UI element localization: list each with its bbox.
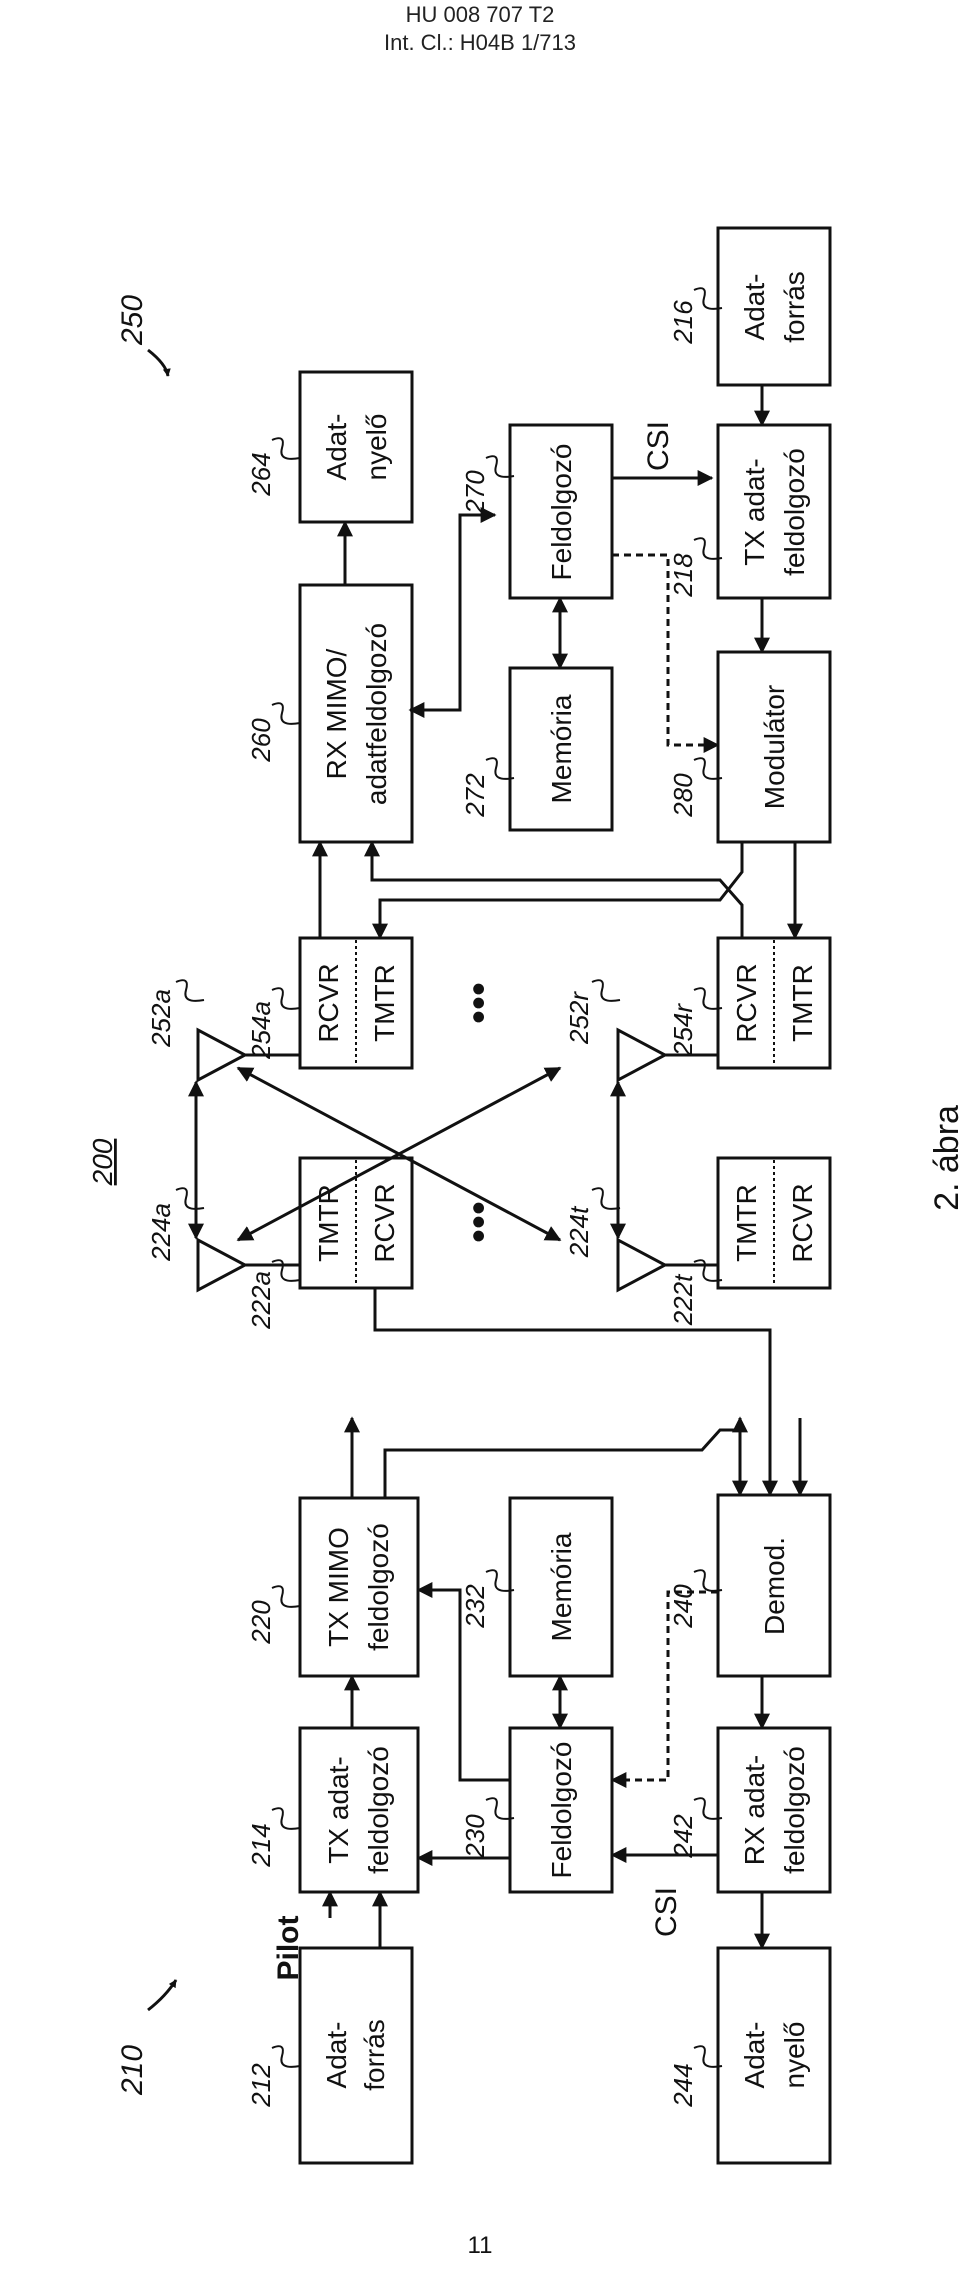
transceiver-222a-rcvr: RCVR — [369, 1183, 400, 1262]
tx-data-processor-218-label1: TX adat- — [739, 458, 770, 565]
transceiver-222t-rcvr: RCVR — [787, 1183, 818, 1262]
transceiver-254a-box — [298, 936, 414, 1070]
data-sink-244-box — [716, 1946, 832, 2165]
data-sink-264-label1: Adat- — [321, 414, 352, 481]
antenna-252r-icon — [616, 1027, 669, 1083]
transceiver-222a-box — [298, 1156, 414, 1290]
tx-data-processor-218-label2: feldolgozó — [779, 448, 810, 576]
ref-218: 218 — [668, 553, 698, 598]
data-source-216-label1: Adat- — [739, 274, 770, 341]
ref-270: 270 — [460, 470, 490, 515]
system-ref: 200 — [87, 1138, 118, 1186]
data-sink-244-label2: nyelő — [779, 2022, 810, 2089]
ref-220: 220 — [246, 1600, 276, 1645]
csi-label-rx: CSI — [642, 421, 675, 471]
data-source-212-box — [298, 1946, 414, 2165]
antenna-224a-icon — [196, 1237, 249, 1293]
processor-230-label: Feldolgozó — [546, 1742, 577, 1879]
tx-data-processor-218-box — [716, 423, 832, 600]
receiver-ref: 250 — [116, 295, 149, 346]
tx-data-processor-214-label2: feldolgozó — [363, 1746, 394, 1874]
transceiver-254r-rcvr: RCVR — [731, 963, 762, 1042]
page-number: 11 — [467, 2232, 493, 2259]
rx-data-processor-242-label2: feldolgozó — [779, 1746, 810, 1874]
antenna-224t-icon — [616, 1237, 669, 1293]
transmit-antennas-ellipsis: ••• — [457, 1201, 501, 1243]
tx-mimo-processor-220-label2: feldolgozó — [363, 1523, 394, 1651]
data-sink-264-label2: nyelő — [361, 414, 392, 481]
data-sink-244-label1: Adat- — [739, 2022, 770, 2089]
rx-data-processor-242-label1: RX adat- — [739, 1755, 770, 1866]
data-source-212-label2: forrás — [359, 2019, 390, 2091]
transceiver-254a-tmtr: TMTR — [369, 964, 400, 1042]
patent-number: HU 008 707 T2 — [405, 2, 555, 27]
processor-270-label: Feldolgozó — [546, 444, 577, 581]
rx-mimo-processor-260-label1: RX MIMO/ — [321, 648, 352, 779]
ref-240: 240 — [668, 1584, 698, 1629]
ref-244: 244 — [668, 2063, 698, 2107]
processor-230-box — [508, 1726, 614, 1894]
transceiver-222a-tmtr: TMTR — [313, 1184, 344, 1262]
tx-mimo-processor-220-label1: TX MIMO — [323, 1527, 354, 1647]
memory-272-label: Memória — [546, 694, 577, 803]
patent-classification: Int. Cl.: H04B 1/713 — [384, 30, 576, 55]
tx-data-processor-214-label1: TX adat- — [323, 1756, 354, 1863]
pilot-label: Pilot — [272, 1915, 305, 1980]
rx-data-processor-242-box — [716, 1726, 832, 1894]
demodulator-240-label: Demod. — [759, 1537, 790, 1635]
transceiver-254r-box — [716, 936, 832, 1070]
antenna-252a-icon — [196, 1027, 249, 1083]
transceiver-254a-rcvr: RCVR — [313, 963, 344, 1042]
rx-mimo-processor-260-label2: adatfeldolgozó — [361, 623, 392, 805]
data-source-216-box — [716, 226, 832, 387]
ref-260: 260 — [246, 718, 276, 763]
memory-272-box — [508, 666, 614, 832]
ref-224t: 224t — [564, 1205, 594, 1258]
rx-mimo-processor-260-box — [298, 583, 414, 844]
ref-242: 242 — [668, 1814, 698, 1859]
processor-270-box — [508, 423, 614, 600]
ref-254r: 254r — [668, 1003, 698, 1057]
ref-224a: 224a — [146, 1203, 176, 1262]
modulator-280-label: Modulátor — [759, 685, 790, 810]
ref-222a: 222a — [246, 1271, 276, 1330]
transceiver-254r-tmtr: TMTR — [787, 964, 818, 1042]
transceiver-222t-box — [716, 1156, 832, 1290]
ref-212: 212 — [246, 2063, 276, 2108]
ref-216: 216 — [668, 300, 698, 345]
receive-antennas-ellipsis: ••• — [457, 982, 501, 1024]
ref-252r: 252r — [564, 991, 594, 1045]
ref-222t: 222t — [668, 1273, 698, 1326]
modulator-280-box — [716, 650, 832, 844]
tx-mimo-processor-220-box — [298, 1496, 420, 1678]
data-source-212-label1: Adat- — [321, 2022, 352, 2089]
data-source-216-label2: forrás — [779, 271, 810, 343]
ref-230: 230 — [460, 1814, 490, 1859]
ref-264: 264 — [246, 452, 276, 496]
tx-data-processor-214-box — [298, 1726, 420, 1894]
transmitter-ref: 210 — [116, 2045, 149, 2096]
ref-280: 280 — [668, 773, 698, 818]
figure-caption: 2. ábra — [928, 1105, 960, 1211]
csi-label-tx: CSI — [650, 1887, 683, 1937]
data-sink-264-box — [298, 370, 414, 524]
transceiver-222t-tmtr: TMTR — [731, 1184, 762, 1262]
ref-272: 272 — [460, 773, 490, 818]
demodulator-240-box — [716, 1493, 832, 1678]
memory-232-box — [508, 1496, 614, 1678]
ref-232: 232 — [460, 1584, 490, 1629]
memory-232-label: Memória — [546, 1532, 577, 1641]
ref-254a: 254a — [246, 1001, 276, 1060]
ref-252a: 252a — [146, 989, 176, 1048]
ref-214: 214 — [246, 1823, 276, 1867]
